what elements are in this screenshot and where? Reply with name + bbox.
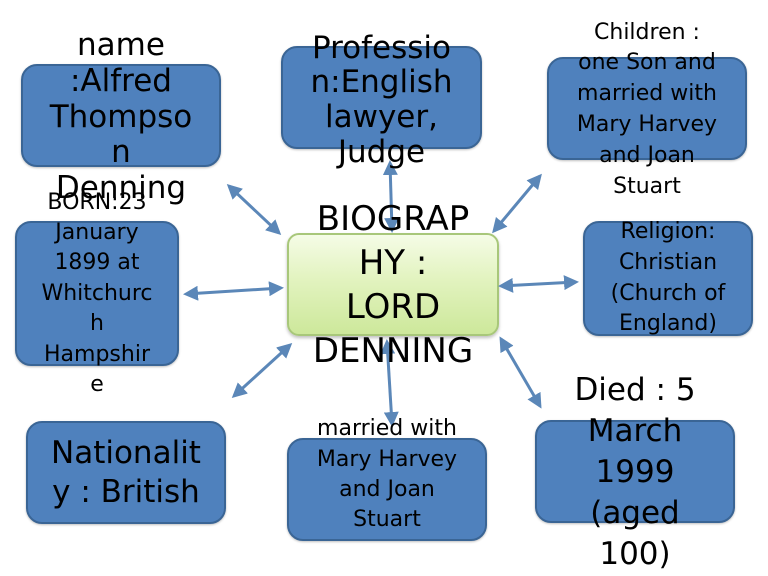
center-title: BIOGRAP HY : LORD DENNING: [312, 198, 474, 372]
nationality-box: [26, 421, 226, 524]
arrow-nationality: [231, 342, 293, 399]
name-label: name :Alfred Thompso n Denning: [49, 27, 193, 206]
born-box: [15, 221, 179, 366]
nationality-label: Nationalit y : British: [51, 434, 201, 510]
arrow-born: [183, 281, 284, 301]
profession-box: [281, 46, 482, 149]
arrow-name: [226, 183, 282, 236]
children-label: Children : one Son and married with Mary…: [576, 19, 718, 199]
arrow-profession: [382, 160, 400, 233]
died-label: Died : 5 March 1999 (aged 100): [574, 372, 696, 572]
arrow-children: [492, 173, 542, 234]
profession-label: Professio n:English lawyer, Judge: [310, 29, 453, 170]
died-box: [535, 420, 735, 523]
religion-label: Religion: Christian (Church of England): [610, 218, 726, 337]
name-box: [21, 64, 221, 167]
arrow-died: [499, 336, 542, 409]
arrow-married: [380, 339, 399, 427]
married-label: married with Mary Harvey and Joan Stuart: [316, 416, 458, 533]
center-node: [287, 233, 499, 336]
religion-box: [583, 221, 753, 336]
children-box: [547, 57, 747, 160]
born-label: BORN:23 January 1899 at Whitchurc h Hamp…: [41, 189, 153, 397]
married-box: [287, 438, 487, 541]
arrow-religion: [498, 275, 579, 293]
